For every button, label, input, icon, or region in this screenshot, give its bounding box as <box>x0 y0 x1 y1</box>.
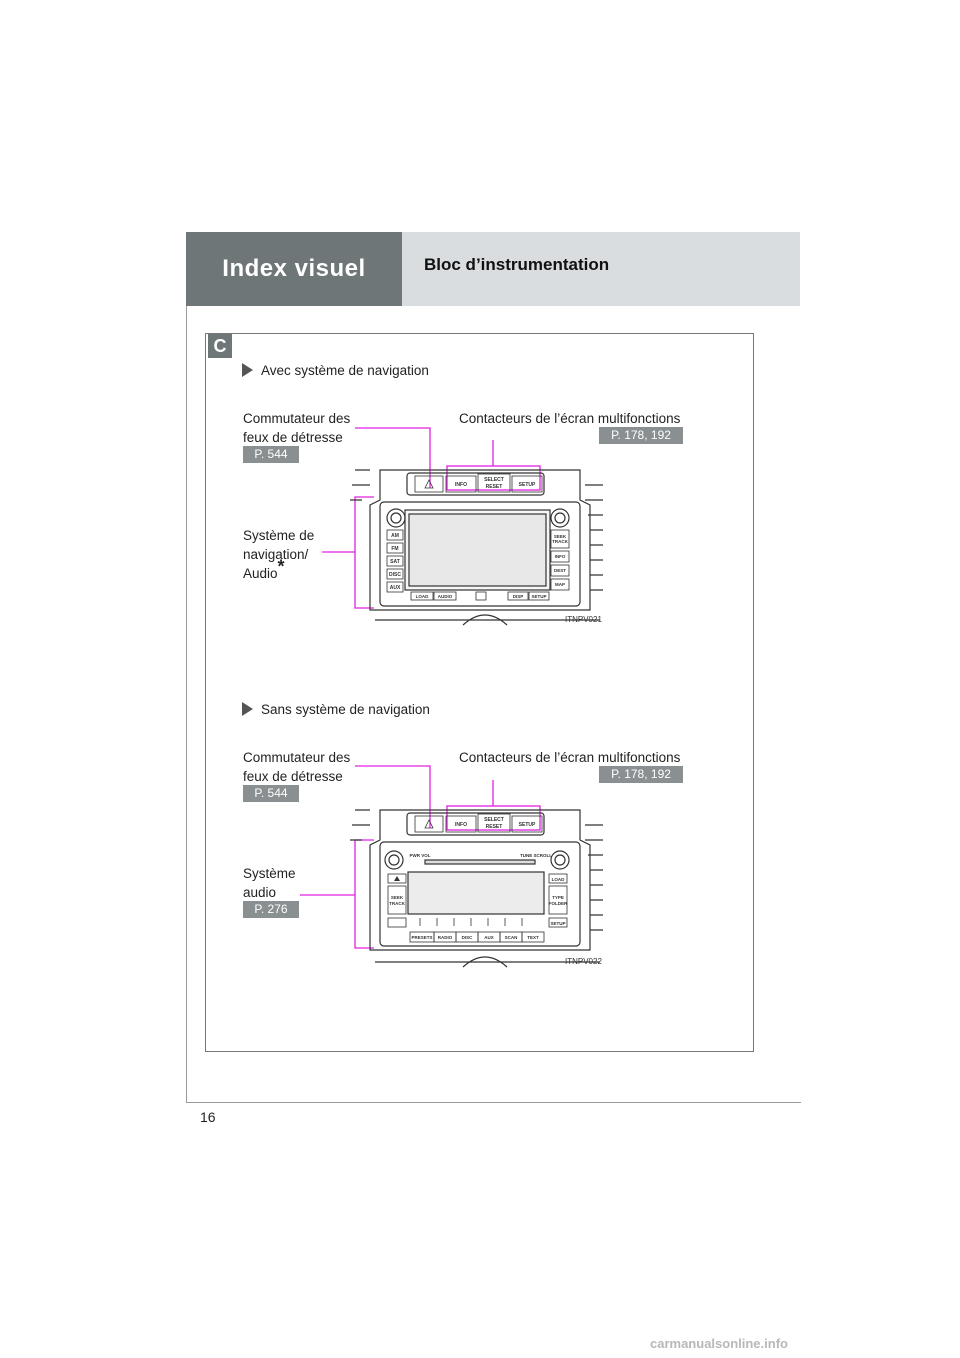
audio-btn-radio: RADIO <box>438 935 453 940</box>
nav-btn-dest: DEST <box>554 568 566 573</box>
header-light-block <box>402 232 800 306</box>
arrow-right-icon <box>242 363 253 377</box>
audio-multi-ref[interactable]: P. 178, 192 <box>599 766 683 783</box>
nav-heading: Avec système de navigation <box>242 361 429 380</box>
audio-multi-label: Contacteurs de l’écran multifonctions <box>459 750 681 765</box>
audio-hazard-ref[interactable]: P. 544 <box>243 785 299 802</box>
audio-btn-info: INFO <box>455 822 467 828</box>
header-subtitle: Bloc d’instrumentation <box>424 255 610 274</box>
nav-hazard-label-1: Commutateur des <box>243 411 351 426</box>
nav-heading-text: Avec système de navigation <box>261 363 429 378</box>
nav-multi-ref[interactable]: P. 178, 192 <box>599 427 683 444</box>
nav-btn-select: SELECT <box>484 477 504 483</box>
audio-hazard-label-2: feux de détresse <box>243 769 343 784</box>
nav-image-code: ITNPV021 <box>565 615 602 624</box>
asterisk-note: * <box>277 556 285 577</box>
nav-btn-setup: SETUP <box>519 482 536 488</box>
audio-label-tune-scroll: TUNE SCROLL <box>520 853 552 858</box>
audio-btn-presets: PRESETS <box>411 935 432 940</box>
header-dark-block <box>186 232 402 306</box>
audio-btn-setup: SETUP <box>519 822 536 828</box>
audio-hazard-label-1: Commutateur des <box>243 750 351 765</box>
nav-hazard-label-2: feux de détresse <box>243 430 343 445</box>
audio-btn-scan: SCAN <box>505 935 518 940</box>
audio-label-pwr-vol: PWR VOL <box>410 853 431 858</box>
nav-btn-am: AM <box>391 533 399 539</box>
audio-btn-select: SELECT <box>484 817 504 823</box>
audio-btn-reset: RESET <box>486 824 503 830</box>
audio-btn-text: TEXT <box>527 935 539 940</box>
audio-heading-text: Sans système de navigation <box>261 702 430 717</box>
page-frame <box>186 232 801 1103</box>
page-number: 16 <box>200 1109 216 1125</box>
audio-system-label-2: audio <box>243 885 277 900</box>
nav-btn-load: LOAD <box>416 594 429 599</box>
header-title: Index visuel <box>222 255 366 282</box>
nav-system-label-3-text: Audio <box>243 566 278 581</box>
watermark: carmanualsonline.info <box>650 1336 788 1351</box>
audio-btn-type: TYPE <box>552 895 564 900</box>
section-box <box>205 333 754 1052</box>
nav-system-label-3: Audio* <box>243 558 285 583</box>
nav-system-label-1: Système de <box>243 528 315 543</box>
nav-btn-track: TRACK <box>552 539 568 544</box>
nav-btn-setup-bottom: SETUP <box>531 594 546 599</box>
audio-image-code: ITNPV022 <box>565 957 602 966</box>
audio-btn-folder: FOLDER <box>549 901 568 906</box>
audio-system-label-1: Système <box>243 866 296 881</box>
arrow-right-icon <box>242 702 253 716</box>
nav-btn-seek: SEEK <box>554 534 567 539</box>
nav-btn-audio: AUDIO <box>438 594 453 599</box>
audio-btn-aux: AUX <box>484 935 494 940</box>
audio-btn-seek: SEEK <box>391 895 404 900</box>
audio-btn-disc: DISC <box>462 935 474 940</box>
nav-btn-aux: AUX <box>390 585 401 591</box>
nav-btn-map: MAP <box>555 582 565 587</box>
section-badge: C <box>208 334 232 358</box>
audio-system-ref[interactable]: P. 276 <box>243 901 299 918</box>
nav-btn-info: INFO <box>455 482 467 488</box>
nav-btn-info-right: INFO <box>555 554 566 559</box>
nav-btn-disp: DISP <box>513 594 524 599</box>
nav-system-label-2: navigation/ <box>243 547 309 562</box>
nav-btn-reset: RESET <box>486 484 503 490</box>
nav-btn-sat: SAT <box>390 559 400 565</box>
nav-hazard-ref[interactable]: P. 544 <box>243 446 299 463</box>
audio-btn-track: TRACK <box>389 901 405 906</box>
nav-btn-fm: FM <box>391 546 398 552</box>
audio-heading: Sans système de navigation <box>242 700 430 719</box>
audio-btn-setup-bottom: SETUP <box>550 921 565 926</box>
nav-multi-label: Contacteurs de l’écran multifonctions <box>459 411 681 426</box>
nav-btn-disc: DISC <box>389 572 401 578</box>
audio-btn-load: LOAD <box>552 877 565 882</box>
